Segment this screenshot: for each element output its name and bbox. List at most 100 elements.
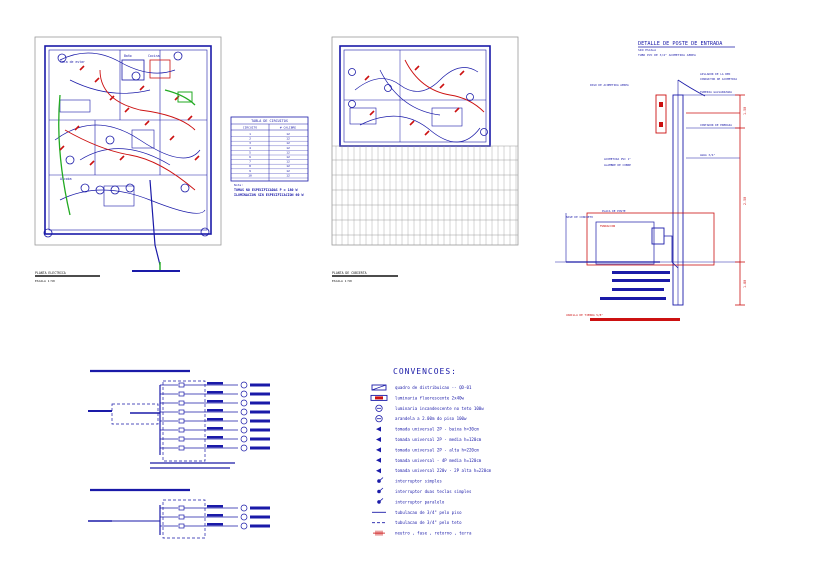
breaker-icon xyxy=(178,409,185,415)
table-note: Nota: xyxy=(234,183,243,187)
sld2-branches xyxy=(160,504,270,530)
legend-label: neutro , fase , retorno , terra xyxy=(395,531,472,536)
legend-item: tubulacao de 3/4" pelo teto xyxy=(372,520,462,525)
load-icon xyxy=(240,417,248,425)
load-icon xyxy=(240,381,248,389)
plan1-inner-wall xyxy=(48,49,208,231)
plan1-furniture xyxy=(103,185,135,207)
legend-item: interruptor paralelo xyxy=(377,498,445,504)
pole-callout: CONTADOR DE ENERGIA xyxy=(700,123,732,127)
load-label xyxy=(250,401,270,405)
circuit-number: 4 xyxy=(249,146,251,150)
pole-callout: BASE DE CONCRETO xyxy=(566,215,593,219)
circuit-number: 9 xyxy=(249,169,251,173)
legend-item: tomada universal 2P - alta h=220cm xyxy=(376,447,479,453)
breaker-icon xyxy=(178,436,185,442)
table-note: ILUMINACION SIN ESPECIFICACION 60 W xyxy=(234,193,303,197)
circuit-gauge: 12 xyxy=(286,173,290,177)
circuit-number: 7 xyxy=(249,160,251,164)
legend-item: luminaria incandescente no teto 100w xyxy=(375,404,484,412)
plan1-sheet-frame xyxy=(34,36,222,246)
legend-item: interruptor duas teclas simples xyxy=(377,487,472,494)
plan1-circuit-red xyxy=(64,129,196,191)
sld-branches xyxy=(160,381,270,452)
floor-plan-electrical: Sala de estar Cocina Baño Alcoba PLANTA … xyxy=(34,36,222,283)
legend-item: tomada universal 2P - media h=120cm xyxy=(376,437,482,442)
circuit-number: 1 xyxy=(249,132,251,136)
plan2-outer-wall xyxy=(339,45,491,147)
load-icon xyxy=(240,399,248,407)
branch-label xyxy=(207,382,223,385)
plan1-furniture xyxy=(59,99,91,113)
outlet-mid-icon xyxy=(376,437,381,442)
plan1-outer-wall xyxy=(44,45,212,235)
conventions-legend: CONVENCOES: quadro de distribuicao -- QD… xyxy=(370,367,492,536)
plan1-circuit xyxy=(59,52,176,74)
luminaire-icon xyxy=(348,68,356,76)
plan1-ground-line xyxy=(164,89,196,106)
legend-label: interruptor duas teclas simples xyxy=(395,489,472,494)
branch-label xyxy=(207,523,223,526)
breaker-icon xyxy=(178,505,185,511)
breaker-icon xyxy=(178,382,185,388)
breaker-icon xyxy=(178,523,185,529)
breaker-icon xyxy=(178,514,185,520)
roof-hatch xyxy=(332,145,518,236)
legend-item: interruptor simples xyxy=(377,477,442,484)
plan2-scale: ESCALA 1:50 xyxy=(332,279,352,283)
branch-label xyxy=(207,505,223,508)
legend-item: tomada universal - 4P media h=120cm xyxy=(376,457,482,463)
load-icon xyxy=(240,408,248,416)
plan2-caption: PLANTA DE CUBIERTA xyxy=(332,271,367,275)
pole-detail-subtitle: SIN ESCALA xyxy=(638,48,656,52)
breaker-icon xyxy=(178,445,185,451)
circuit-gauge: 12 xyxy=(286,146,290,150)
switch-parallel-icon xyxy=(377,498,384,504)
legend-item: luminaria fluorescente 2x40w xyxy=(370,394,465,401)
circuit-table-frame xyxy=(230,116,309,182)
load-icon xyxy=(240,522,248,530)
room-label: Baño xyxy=(124,54,132,58)
plan1-outlets xyxy=(59,65,200,166)
legend-item: tomada universal 2P - baixa h=30cm xyxy=(376,426,479,432)
dimension-value: 2.50 xyxy=(743,197,747,205)
room-label: Sala de estar xyxy=(60,60,85,64)
plan2-sheet-frame xyxy=(331,36,519,246)
panel-icon xyxy=(177,91,193,103)
legend-label: tubulacao de 3/4" pelo piso xyxy=(395,510,462,515)
roof-hatch-vertical xyxy=(335,146,517,245)
legend-item: neutro , fase , retorno , terra xyxy=(373,530,472,536)
plan1-caption: PLANTA ELECTRICA xyxy=(35,271,66,275)
branch-label xyxy=(207,514,223,517)
luminaire-icon xyxy=(125,183,135,193)
wall-lamp-icon xyxy=(375,415,383,423)
luminaire-icon xyxy=(173,51,183,61)
single-line-diagram-secondary xyxy=(88,488,270,539)
pole-callout: AISLADOR DE LA RED xyxy=(700,72,731,76)
breaker-icon xyxy=(178,391,185,397)
pole-callout-lines xyxy=(590,271,680,321)
plan1-circuit xyxy=(54,124,201,159)
legend-label: interruptor paralelo xyxy=(395,499,445,504)
luminaire-icon xyxy=(95,185,105,195)
circuit-gauge: 12 xyxy=(286,164,290,168)
legend-item: tomada universal 220v - 2P alta h=220cm xyxy=(376,468,492,474)
branch-label xyxy=(207,400,223,403)
luminaire-icon xyxy=(384,84,392,92)
pole-callout: PLACA DE POSTE xyxy=(602,209,626,213)
luminaire-icon xyxy=(110,185,120,195)
circuit-gauge: 12 xyxy=(286,132,290,136)
pole-entry-detail: DETALLE DE POSTE DE ENTRADA SIN ESCALA T… xyxy=(555,41,747,321)
plan2-inner-wall xyxy=(343,49,487,143)
branch-label xyxy=(207,436,223,439)
luminaire-icon xyxy=(105,135,115,145)
legend-label: interruptor simples xyxy=(395,479,442,484)
plan1-circuit xyxy=(79,148,171,166)
circuit-gauge: 12 xyxy=(286,137,290,141)
load-icon xyxy=(240,513,248,521)
plan1-ground-line xyxy=(58,94,71,216)
boundary-wall xyxy=(586,212,715,266)
